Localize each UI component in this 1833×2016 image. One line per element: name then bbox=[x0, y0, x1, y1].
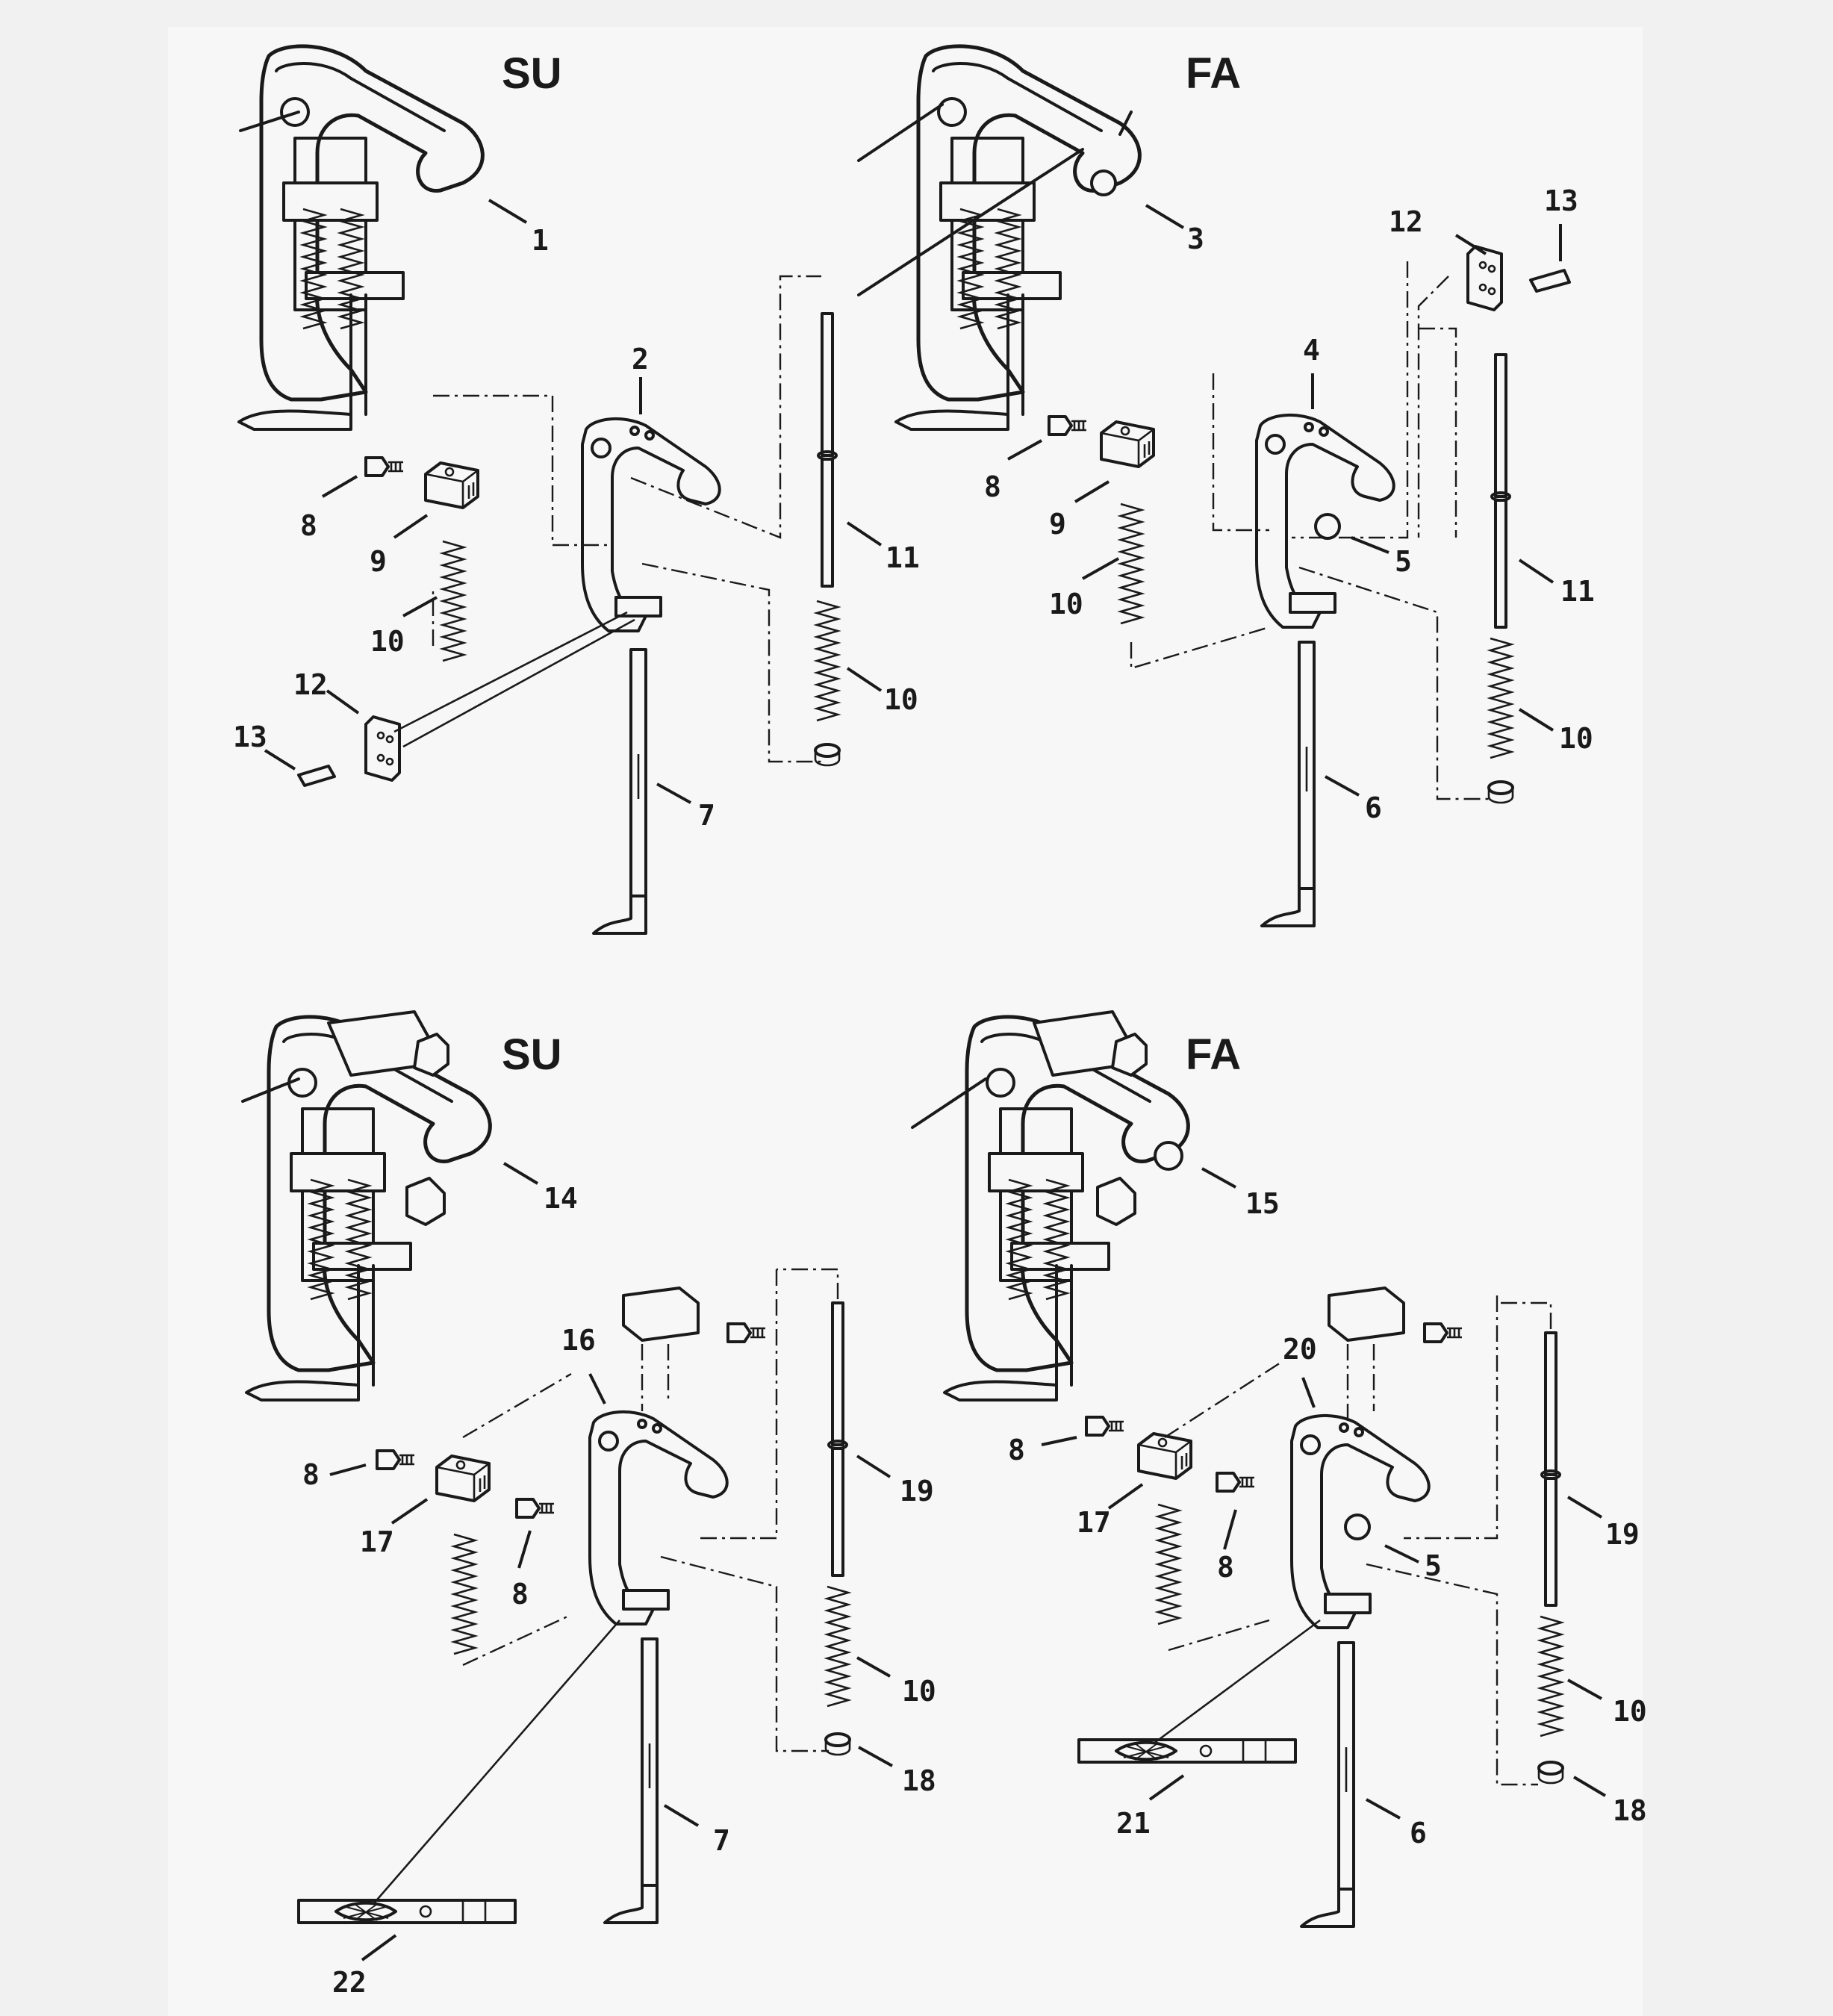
callout: 8 bbox=[302, 1458, 320, 1491]
panel-heading: FA bbox=[1186, 49, 1241, 98]
callout: 10 bbox=[370, 625, 405, 658]
callout: 5 bbox=[1395, 545, 1412, 578]
callout: 19 bbox=[900, 1475, 934, 1508]
panel-heading: SU bbox=[502, 1030, 562, 1079]
callout: 18 bbox=[1613, 1794, 1647, 1827]
callout: 7 bbox=[713, 1824, 730, 1857]
callout: 11 bbox=[886, 541, 920, 574]
panel-heading: SU bbox=[502, 49, 562, 98]
callout: 10 bbox=[884, 683, 918, 716]
callout: 11 bbox=[1560, 575, 1595, 608]
callout: 15 bbox=[1245, 1187, 1280, 1220]
callout: 17 bbox=[1077, 1506, 1111, 1539]
callout: 8 bbox=[1008, 1434, 1025, 1466]
panel-3-su-bottom: SU 14 16 8 17 8 19 10 18 7 bbox=[241, 1010, 936, 1999]
callout: 12 bbox=[293, 668, 328, 701]
callout: 18 bbox=[902, 1764, 936, 1797]
callout: 12 bbox=[1389, 205, 1423, 238]
callout: 8 bbox=[511, 1578, 529, 1611]
callout: 9 bbox=[370, 545, 387, 578]
callout: 1 bbox=[532, 224, 549, 257]
callout: 19 bbox=[1605, 1518, 1640, 1551]
panel-heading: FA bbox=[1186, 1030, 1241, 1079]
callout: 7 bbox=[698, 799, 715, 832]
callout: 17 bbox=[360, 1525, 394, 1558]
callout: 3 bbox=[1187, 223, 1204, 255]
callout: 6 bbox=[1365, 791, 1382, 824]
callout: 6 bbox=[1410, 1817, 1427, 1849]
callout: 13 bbox=[1544, 184, 1578, 217]
callout: 5 bbox=[1425, 1549, 1442, 1582]
callout: 22 bbox=[332, 1966, 367, 1999]
callout: 10 bbox=[902, 1675, 936, 1708]
callout: 8 bbox=[1217, 1551, 1234, 1584]
callout: 4 bbox=[1303, 334, 1320, 367]
callout: 2 bbox=[632, 343, 649, 376]
callout: 10 bbox=[1613, 1695, 1647, 1728]
callout: 10 bbox=[1559, 722, 1593, 755]
callout: 20 bbox=[1283, 1333, 1317, 1366]
panel-1-su-top: SU 1 2 8 9 10 11 10 12 13 7 bbox=[233, 46, 920, 935]
panel-4-fa-bottom: FA 15 20 5 8 17 8 19 10 18 bbox=[911, 1010, 1647, 1928]
callout: 9 bbox=[1049, 508, 1066, 541]
callout: 16 bbox=[561, 1324, 596, 1357]
panel-2-fa-top: FA 3 12 13 4 5 8 9 10 11 10 bbox=[857, 46, 1595, 927]
callout: 8 bbox=[984, 470, 1001, 503]
callout: 14 bbox=[544, 1182, 578, 1215]
callout: 21 bbox=[1116, 1807, 1151, 1840]
callout: 8 bbox=[300, 509, 317, 542]
callout: 10 bbox=[1049, 588, 1083, 620]
callout: 13 bbox=[233, 721, 267, 753]
